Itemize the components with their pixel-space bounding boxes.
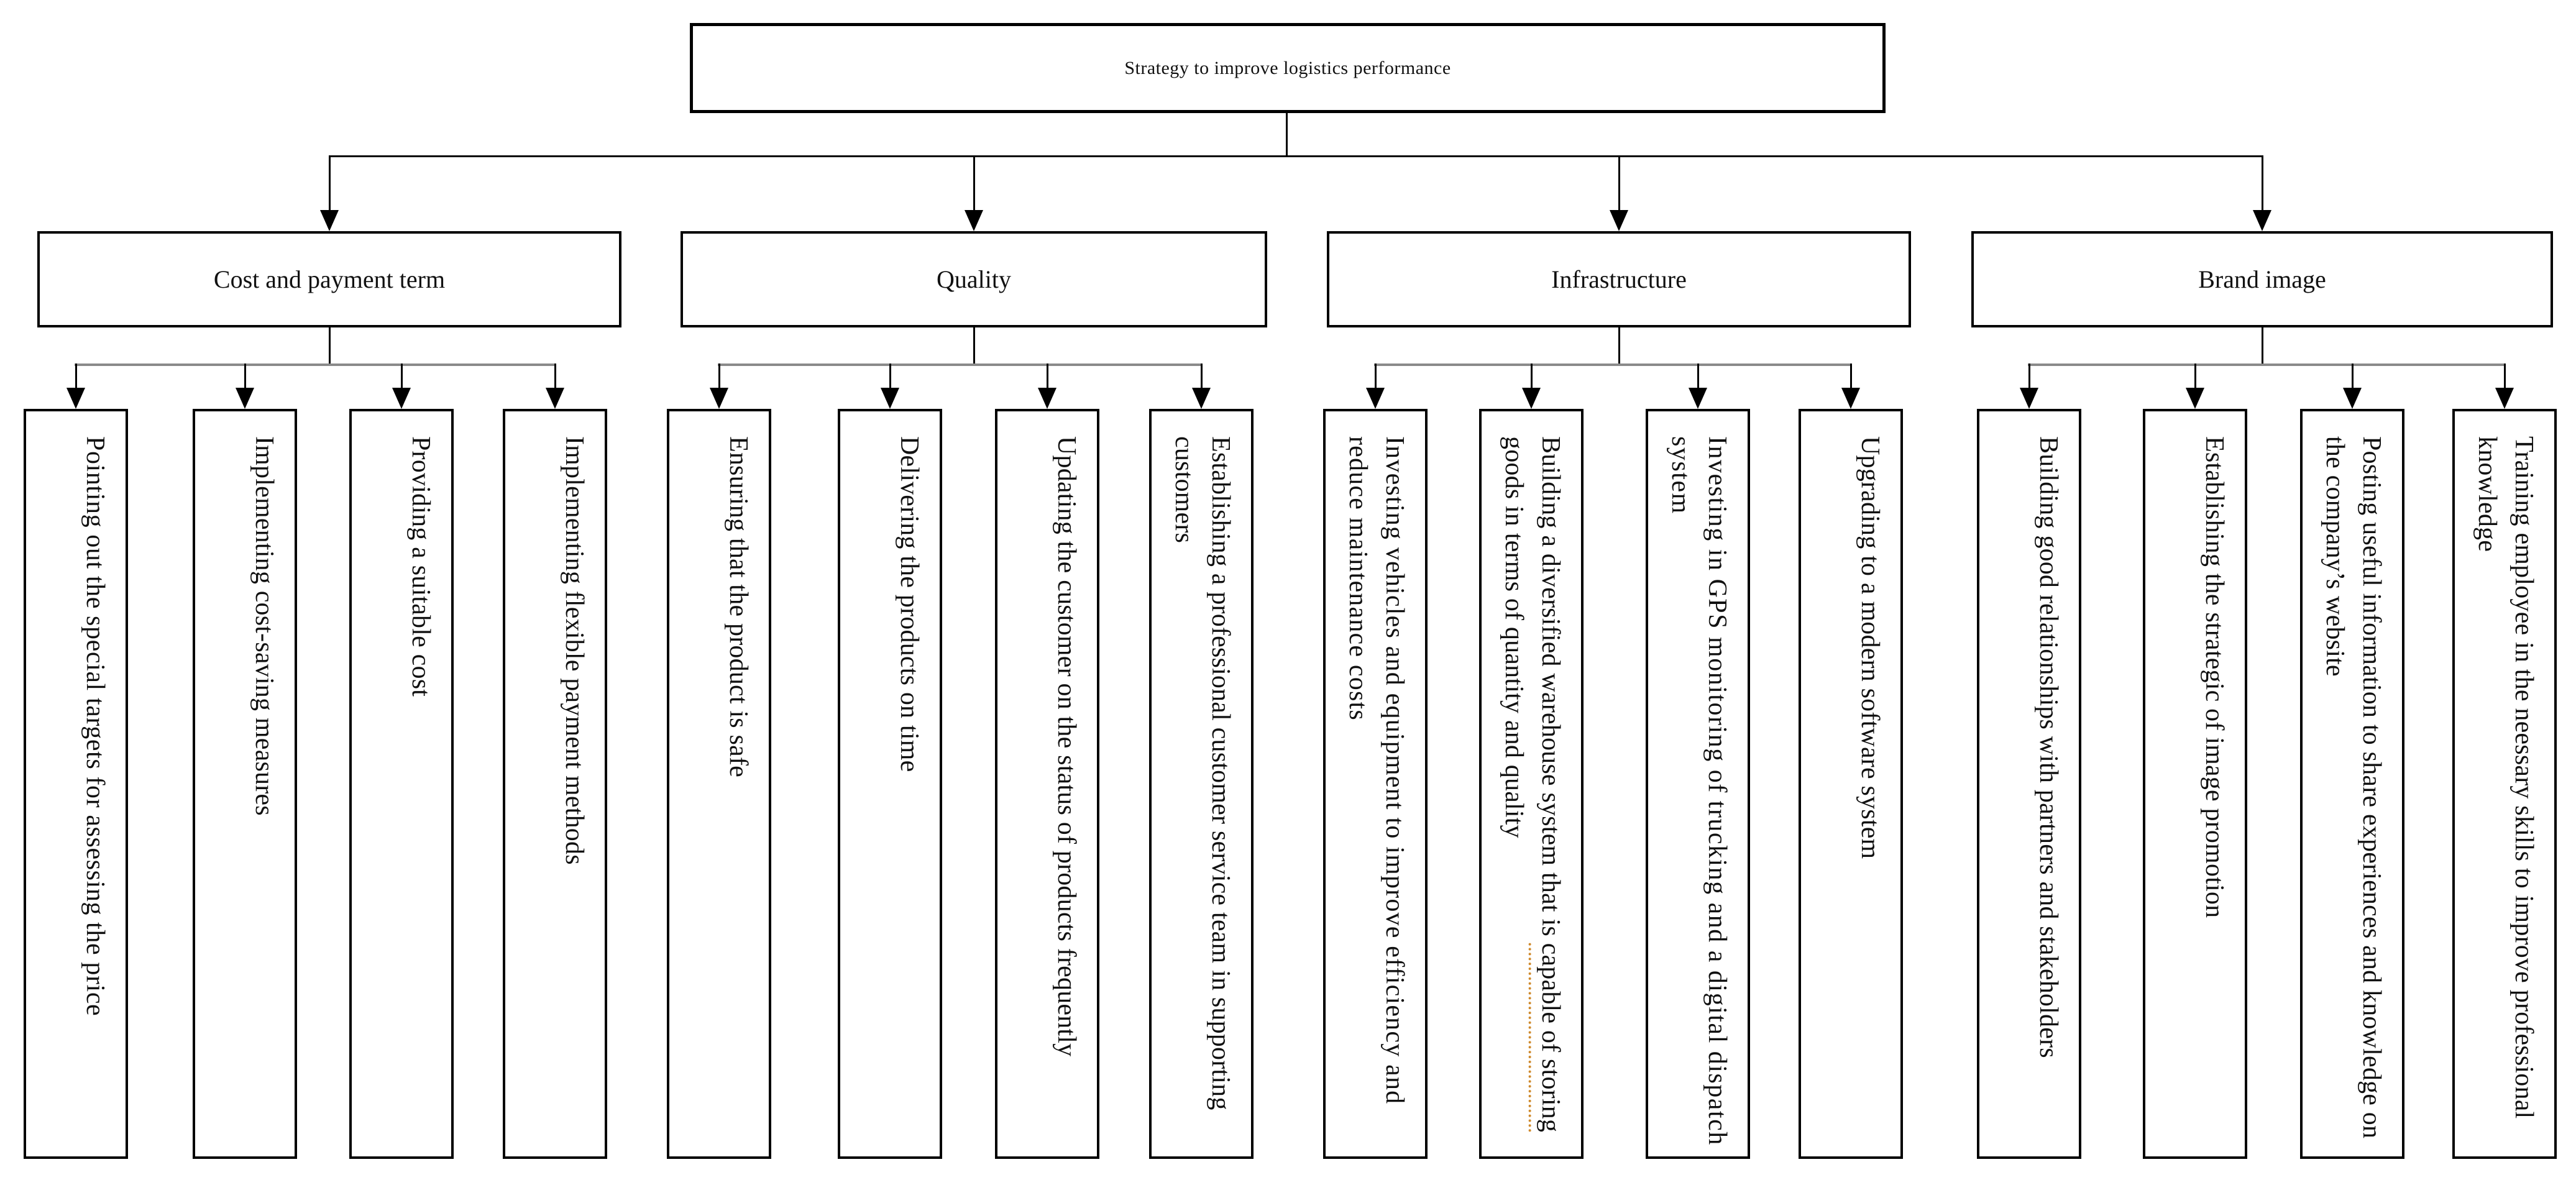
leaf-brand-0: Building good relationships with partner… <box>1977 409 2081 1159</box>
top-rake <box>329 155 2263 157</box>
branch-label: Quality <box>937 265 1011 293</box>
leaf-cost-0: Pointing out the special targets for ass… <box>24 409 128 1159</box>
branch-rake <box>2028 364 2506 366</box>
root-node-strategy: Strategy to improve logistics performanc… <box>690 23 1886 113</box>
arrowhead-icon <box>1366 388 1385 409</box>
arrowhead-icon <box>710 388 728 409</box>
branch-stem <box>329 327 331 366</box>
leaf-arrow-stem <box>1697 364 1699 390</box>
branch-box-infrastructure: Infrastructure <box>1327 231 1911 327</box>
branch-arrow-stem <box>2262 155 2263 213</box>
branch-stem <box>973 327 975 366</box>
leaf-brand-3: Training employee in the neessary skills… <box>2452 409 2557 1159</box>
leaf-arrow-stem <box>1047 364 1048 390</box>
arrowhead-icon <box>1610 210 1628 231</box>
leaf-quality-1: Delivering the products on time <box>838 409 942 1159</box>
arrowhead-icon <box>1841 388 1860 409</box>
leaf-infrastructure-2: Investing in GPS monitoring of trucking … <box>1646 409 1750 1159</box>
arrowhead-icon <box>965 210 983 231</box>
branch-rake <box>718 364 1203 366</box>
leaf-cost-3: Implementing flexible payment methods <box>503 409 607 1159</box>
arrowhead-icon <box>1522 388 1541 409</box>
arrowhead-icon <box>320 210 339 231</box>
leaf-arrow-stem <box>1201 364 1203 390</box>
leaf-arrow-stem <box>75 364 77 390</box>
branch-label: Cost and payment term <box>213 265 446 293</box>
arrowhead-icon <box>392 388 411 409</box>
leaf-brand-1: Establishing the strategic of image prom… <box>2143 409 2247 1159</box>
leaf-arrow-stem <box>554 364 556 390</box>
branch-label: Infrastructure <box>1551 265 1687 293</box>
leaf-arrow-stem <box>1375 364 1377 390</box>
leaf-arrow-stem <box>1850 364 1852 390</box>
arrowhead-icon <box>1038 388 1057 409</box>
leaf-arrow-stem <box>1531 364 1533 390</box>
leaf-arrow-stem <box>718 364 720 390</box>
arrowhead-icon <box>546 388 564 409</box>
branch-rake <box>1374 364 1852 366</box>
branch-stem <box>1618 327 1620 366</box>
arrowhead-icon <box>881 388 899 409</box>
leaf-cost-2: Providing a suitable cost <box>349 409 454 1159</box>
leaf-arrow-stem <box>2028 364 2030 390</box>
branch-label: Brand image <box>2198 265 2326 293</box>
leaf-cost-1: Implementing cost-saving measures <box>193 409 297 1159</box>
spellcheck-underline-text: capable of storing <box>1536 943 1565 1133</box>
leaf-infrastructure-1: Building a diversified warehouse system … <box>1479 409 1584 1159</box>
leaf-arrow-stem <box>2504 364 2506 390</box>
leaf-quality-2: Updating the customer on the status of p… <box>995 409 1099 1159</box>
branch-rake <box>75 364 556 366</box>
leaf-arrow-stem <box>2352 364 2354 390</box>
arrowhead-icon <box>2186 388 2204 409</box>
branch-arrow-stem <box>329 155 331 213</box>
arrowhead-icon <box>66 388 85 409</box>
leaf-infrastructure-0: Investing vehicles and equipment to impr… <box>1323 409 1428 1159</box>
leaf-brand-2: Posting useful information to share expe… <box>2300 409 2404 1159</box>
arrowhead-icon <box>236 388 254 409</box>
arrowhead-icon <box>1192 388 1211 409</box>
arrowhead-icon <box>2343 388 2362 409</box>
arrowhead-icon <box>1689 388 1707 409</box>
leaf-arrow-stem <box>889 364 891 390</box>
branch-box-brand-image: Brand image <box>1971 231 2553 327</box>
leaf-quality-3: Establishing a professional customer ser… <box>1149 409 1254 1159</box>
arrowhead-icon <box>2253 210 2271 231</box>
branch-box-quality: Quality <box>681 231 1267 327</box>
leaf-quality-0: Ensuring that the product is safe <box>667 409 771 1159</box>
arrowhead-icon <box>2020 388 2038 409</box>
branch-stem <box>2262 327 2263 366</box>
leaf-arrow-stem <box>401 364 403 390</box>
leaf-arrow-stem <box>2194 364 2196 390</box>
branch-arrow-stem <box>1618 155 1620 213</box>
leaf-arrow-stem <box>244 364 246 390</box>
branch-arrow-stem <box>973 155 975 213</box>
arrowhead-icon <box>2495 388 2514 409</box>
branch-box-cost-and-payment-term: Cost and payment term <box>37 231 621 327</box>
leaf-infrastructure-3: Upgrading to a modern software system <box>1799 409 1903 1159</box>
root-stem <box>1286 113 1288 157</box>
root-node-label: Strategy to improve logistics performanc… <box>1124 57 1451 78</box>
